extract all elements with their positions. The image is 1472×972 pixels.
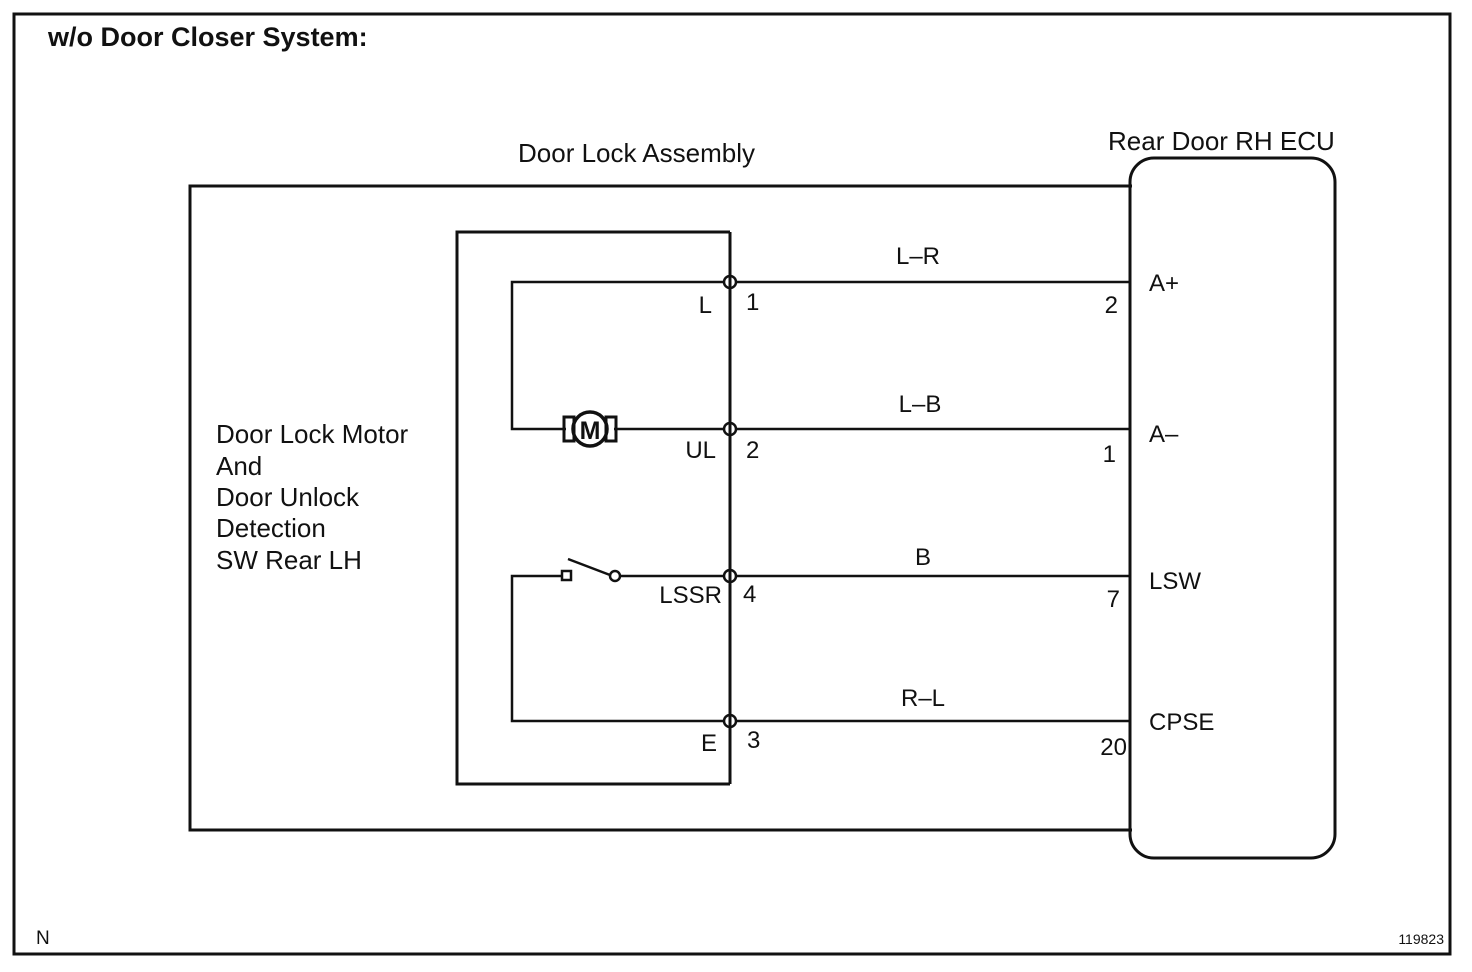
corner-mark: N bbox=[36, 928, 50, 949]
terminal-node bbox=[722, 274, 738, 290]
ecu-terminal-name: CPSE bbox=[1149, 709, 1214, 736]
wire-color-code: L–R bbox=[896, 243, 940, 270]
motor-icon: M bbox=[562, 410, 618, 448]
assembly-pin-number: 4 bbox=[743, 581, 756, 608]
motor-circuit-loop bbox=[510, 280, 724, 431]
assembly-terminal-name: UL bbox=[685, 437, 716, 464]
assembly-pin-number: 1 bbox=[746, 289, 759, 316]
component-label-line-4: Detection bbox=[216, 513, 326, 543]
door-lock-assembly-box bbox=[188, 184, 1132, 832]
component-label-line-5: SW Rear LH bbox=[216, 545, 362, 575]
assembly-label: Door Lock Assembly bbox=[518, 138, 755, 168]
wire-color-code: L–B bbox=[899, 391, 942, 418]
assembly-pin-number: 2 bbox=[746, 437, 759, 464]
component-label-line-2: And bbox=[216, 451, 262, 481]
component-label-line-1: Door Lock Motor bbox=[216, 419, 409, 449]
assembly-terminal-name: LSSR bbox=[659, 582, 722, 609]
ecu-pin-number: 1 bbox=[1103, 441, 1116, 468]
ecu-pin-number: 20 bbox=[1100, 734, 1127, 761]
terminal-node bbox=[722, 713, 738, 729]
figure-id: 119823 bbox=[1398, 931, 1444, 947]
ecu-label: Rear Door RH ECU bbox=[1108, 126, 1335, 156]
ecu-terminal-name: LSW bbox=[1149, 568, 1201, 595]
component-label-line-3: Door Unlock bbox=[216, 482, 360, 512]
ecu-terminal-name: A– bbox=[1149, 421, 1179, 448]
motor-symbol: M bbox=[580, 417, 601, 445]
diagram-title: w/o Door Closer System: bbox=[47, 22, 368, 52]
terminal-node bbox=[722, 421, 738, 437]
component-inner-box bbox=[455, 230, 730, 786]
switch-circuit-loop bbox=[510, 574, 724, 723]
assembly-terminal-name: E bbox=[701, 730, 717, 757]
ecu-pin-number: 7 bbox=[1107, 586, 1120, 613]
outer-frame bbox=[12, 12, 1452, 956]
ecu-pin-number: 2 bbox=[1105, 292, 1118, 319]
wire-color-code: R–L bbox=[901, 685, 945, 712]
ecu-terminal-name: A+ bbox=[1149, 270, 1179, 297]
assembly-terminal-name: L bbox=[699, 292, 712, 319]
wire-color-code: B bbox=[915, 544, 931, 571]
assembly-pin-number: 3 bbox=[747, 727, 760, 754]
terminal-node bbox=[722, 568, 738, 584]
ecu-box bbox=[1128, 156, 1337, 860]
switch-icon bbox=[560, 557, 622, 583]
